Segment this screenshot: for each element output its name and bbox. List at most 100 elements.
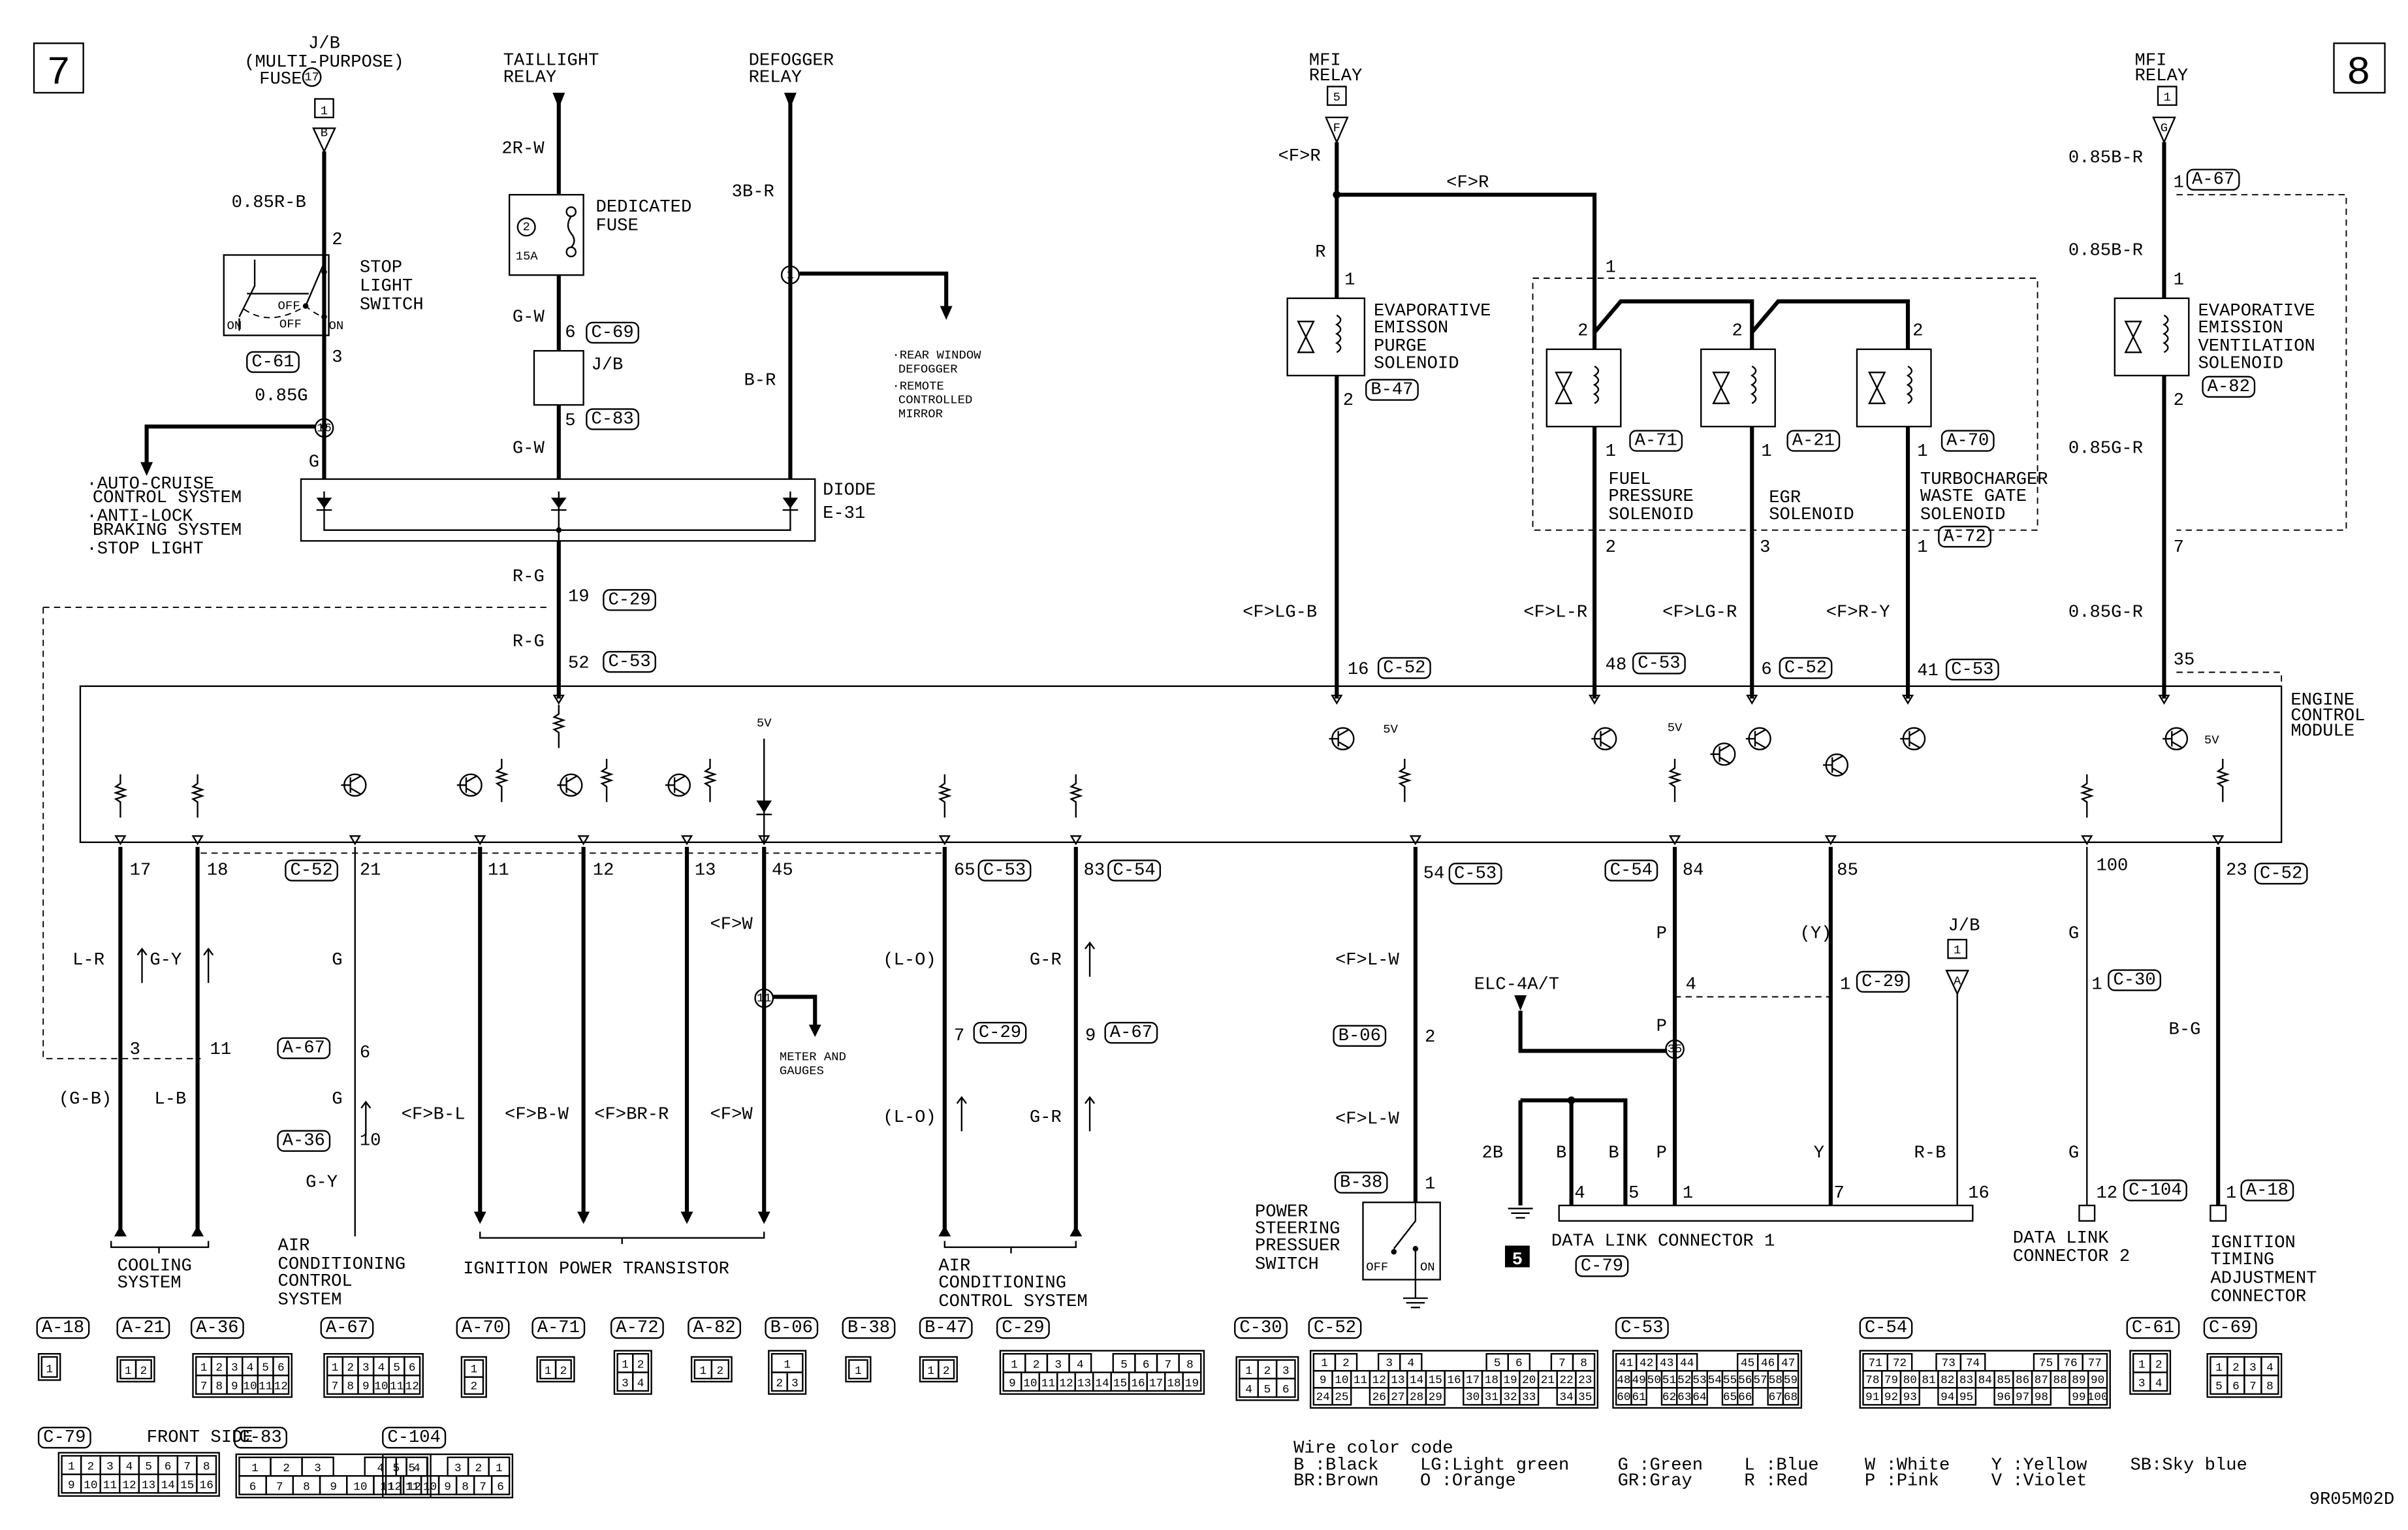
connector-pin: 2 <box>943 1365 950 1378</box>
connector-pin: 1 <box>470 1363 477 1377</box>
label-sw-on-r: ON <box>329 319 344 333</box>
label-p1i: 1 <box>2174 270 2184 290</box>
connector-id: B-47 <box>925 1318 967 1338</box>
label-ps4: SWITCH <box>1255 1254 1319 1275</box>
resistor-icon <box>1668 759 1682 803</box>
connector-pin: 7 <box>479 1480 486 1493</box>
connector-pin: 49 <box>1632 1374 1645 1387</box>
resistor-icon <box>599 759 614 803</box>
connector-id: C-83 <box>239 1427 281 1448</box>
label-w-g1: G <box>309 453 319 473</box>
connector-pin: 13 <box>1077 1377 1091 1390</box>
connector-pin: 1 <box>1245 1365 1252 1378</box>
connector-pin: 86 <box>2016 1374 2029 1387</box>
connector-pin: 57 <box>1753 1374 1767 1387</box>
connector-pin: 94 <box>1941 1391 1954 1404</box>
connector-pin: 15 <box>1429 1374 1442 1387</box>
label-w-b1: B <box>1556 1143 1566 1164</box>
connector-pin: 13 <box>142 1479 155 1492</box>
label-pd7: 7 <box>1834 1183 1845 1203</box>
label-mfi2-conn: G <box>2161 121 2168 135</box>
label-w-085br2: 0.85B-R <box>2068 240 2143 261</box>
label-evv2: EMISSION <box>2198 318 2283 338</box>
connector-pin: 42 <box>1640 1357 1653 1370</box>
label-c52b: C-52 <box>1784 658 1827 678</box>
connector-pin: 9 <box>362 1380 370 1394</box>
label-n1a: 1 <box>787 268 794 282</box>
label-abs2: BRAKING SYSTEM <box>93 520 242 541</box>
label-w-gb: (G-B) <box>59 1089 112 1109</box>
resistor-icon <box>1397 759 1412 803</box>
resistor-icon <box>190 774 205 818</box>
connector-pin: 14 <box>1095 1377 1109 1390</box>
connector-id-capsule <box>586 408 639 430</box>
connector-pin: 11 <box>405 1480 419 1493</box>
label-mg2: GAUGES <box>780 1064 824 1078</box>
label-w-gw2: G-W <box>513 438 545 458</box>
connector-pin: 2 <box>717 1365 724 1378</box>
connector-id-capsule <box>2254 863 2308 885</box>
connector-id-capsule <box>842 1316 896 1339</box>
connector-id: A-18 <box>42 1318 84 1338</box>
connector-pin: 2 <box>637 1358 644 1371</box>
label-w-gw1: G-W <box>513 307 545 327</box>
connector-id-capsule <box>1856 970 1910 993</box>
junction-block <box>533 350 584 406</box>
connector-id-capsule <box>2203 1316 2257 1339</box>
label-w-lo1: (L-O) <box>883 950 936 970</box>
label-evp4: SOLENOID <box>1374 353 1459 374</box>
connector-id-capsule <box>246 351 300 374</box>
resistor-icon <box>113 774 128 818</box>
connector-pin: 90 <box>2091 1374 2104 1387</box>
connector-pin: 2 <box>776 1377 784 1390</box>
connector-pin: 6 <box>249 1480 257 1493</box>
connector-pin: 18 <box>1167 1377 1180 1390</box>
label-w-085gr2: 0.85G-R <box>2068 602 2143 622</box>
connector-id-capsule <box>1234 1316 1288 1339</box>
connector-id-capsule <box>977 859 1032 882</box>
connector-pin: 68 <box>1784 1391 1798 1404</box>
connector-pin: 3 <box>2249 1362 2257 1375</box>
connector-pin: 3 <box>1282 1365 1290 1378</box>
label-cool2: SYSTEM <box>118 1273 182 1293</box>
label-p52: 52 <box>568 653 590 673</box>
label-p5: 5 <box>565 411 575 431</box>
label-stop: ·STOP LIGHT <box>86 539 203 559</box>
connector-id-capsule <box>688 1316 741 1339</box>
connector-pin: 8 <box>203 1461 210 1474</box>
label-evp3: PURGE <box>1374 336 1427 357</box>
label-df-n: 2 <box>522 220 530 234</box>
connector-id: A-82 <box>693 1318 735 1338</box>
label-egr2: SOLENOID <box>1769 505 1854 525</box>
label-w-085br1: 0.85B-R <box>2068 148 2143 168</box>
label-sls2: LIGHT <box>360 276 413 296</box>
label-sw-off1: OFF <box>278 298 300 313</box>
connector-id-capsule <box>2126 1316 2180 1339</box>
connector-pin: 6 <box>1143 1358 1150 1371</box>
connector-pin: 11 <box>1354 1374 1367 1387</box>
label-fps2: PRESSURE <box>1608 486 1693 507</box>
connector-pin: 88 <box>2053 1374 2067 1387</box>
connector-pin: 25 <box>1335 1391 1348 1404</box>
label-w-b2: B <box>1608 1143 1619 1164</box>
connector-pin: 63 <box>1677 1391 1691 1404</box>
connector-id-capsule <box>531 1316 586 1339</box>
label-rw2: DEFOGGER <box>898 362 958 376</box>
label-a67c: A-67 <box>1110 1023 1152 1043</box>
solenoid-icon <box>2124 321 2142 353</box>
solenoid-icon <box>1297 321 1315 353</box>
connector-pinout-b-38: B-381 <box>845 1318 890 1382</box>
connector-pin: 24 <box>1316 1391 1330 1404</box>
label-ecm3: MODULE <box>2290 722 2354 742</box>
connector-pin: 10 <box>1023 1377 1037 1390</box>
diode-e31 <box>300 478 816 542</box>
label-ac6: CONDITIONING <box>938 1273 1066 1293</box>
label-p35: 35 <box>2174 650 2195 671</box>
label-p6: 6 <box>565 323 575 343</box>
